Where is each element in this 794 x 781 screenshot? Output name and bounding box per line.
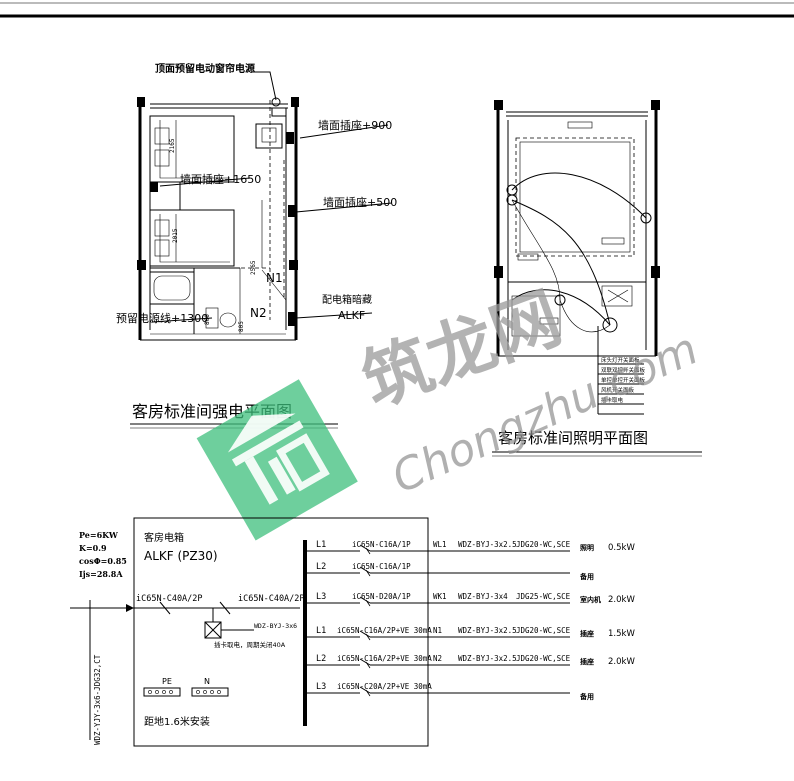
circuit-load: 2.0kW [608, 595, 635, 605]
circuit-cable: WDZ-BYJ-3x2.5 [458, 626, 517, 635]
callout-reserved-power: 预留电源线+1300 [116, 311, 208, 325]
callout-socket-900: 墙面插座+900 [318, 118, 392, 132]
busbar [303, 540, 307, 726]
circuit-breaker-icon [359, 686, 371, 694]
circuit-load: 0.5kW [608, 543, 635, 553]
dim-2565: 2565 [250, 260, 257, 275]
circuit-use: 室内机 [580, 595, 601, 604]
legend-bedhead-switch: 床头灯开关面板 [601, 356, 640, 364]
circuit-use: 备用 [579, 692, 594, 701]
callout-socket-1650: 墙面插座+1650 [180, 172, 261, 186]
circuit-phase: L2 [316, 562, 326, 572]
dim-805: 805 [238, 321, 245, 332]
circuit-use: 照明 [580, 543, 594, 552]
circuit-breaker: iC65N-D20A/1P [352, 592, 411, 601]
circuit-phase: L3 [316, 682, 326, 692]
param-pe: Pe=6KW [79, 530, 119, 540]
circuit-conduit: JDG20-WC,SCE [516, 654, 571, 663]
circuit-phase: L2 [316, 654, 326, 664]
legend-double-control: 双联双控开关面板 [601, 366, 646, 374]
circuit-breaker-icon [359, 566, 371, 574]
second-breaker: iC65N-C40A/2P [238, 594, 305, 604]
circuit-breaker: iC65N-C16A/1P [352, 540, 411, 549]
callout-curtain-power: 顶面预留电动窗帘电源 [155, 62, 255, 75]
circuit-cable: WDZ-BYJ-3x2.5 [458, 540, 517, 549]
circuit-breaker-mark [365, 547, 371, 555]
circuit-conduit: JDG20-WC,SCE [516, 626, 571, 635]
circuit-phase: L1 [316, 540, 326, 550]
param-cos: cosΦ=0.85 [79, 556, 127, 566]
install-note: 距地1.6米安装 [144, 715, 210, 728]
legend-card-power: 插卡取电 [601, 396, 624, 404]
n-terminal [191, 687, 229, 697]
circuit-load: 2.0kW [608, 657, 635, 667]
callout-panel-name: ALKF [338, 309, 365, 322]
circuit-breaker: iC65N-C16A/2P+VE 30mA [337, 626, 432, 635]
main-breaker: iC65N-C40A/2P [136, 594, 203, 604]
card-switch-note: 插卡取电，周期关闭40A [214, 640, 286, 649]
circuit-id: WK1 [433, 592, 447, 601]
circuit-breaker-icon [359, 544, 371, 552]
pe-terminal [143, 687, 181, 697]
legend-single-control: 单控单控开关面板 [601, 376, 646, 384]
incoming-cable: WDZ-YJY-3x6-JDG32,CT [93, 654, 102, 745]
panel-box-title: 客房电箱 [144, 531, 184, 544]
lighting-plan-title: 客房标准间照明平面图 [498, 429, 648, 447]
legend-fan-switch: 风机开关面板 [601, 386, 635, 394]
callout-panel-recessed: 配电箱暗藏 [322, 293, 372, 306]
circuit-breaker: iC65N-C16A/1P [352, 562, 411, 571]
circuit-breaker-mark [365, 689, 371, 697]
circuit-conduit: JDG20-WC,SCE [516, 540, 571, 549]
circuit-use: 插座 [580, 629, 594, 638]
circuit-breaker-mark [365, 599, 371, 607]
circuit-breaker: iC65N-C20A/2P+VE 30mA [337, 682, 432, 691]
n-label: N [204, 677, 210, 686]
label-n1: N1 [266, 271, 283, 285]
circuit-breaker-icon [359, 630, 371, 638]
circuit-breaker-icon [359, 658, 371, 666]
lighting-plan: 床头灯开关面板 双联双控开关面板 单控单控开关面板 风机开关面板 插卡取电 客房… [492, 100, 702, 457]
dim-2165: 2165 [169, 138, 176, 153]
card-cable: WDZ-BYJ-3x6 [254, 622, 297, 630]
circuit-breaker: iC65N-C16A/2P+VE 30mA [337, 654, 432, 663]
circuit-load: 1.5kW [608, 629, 635, 639]
circuit-use: 插座 [580, 657, 594, 666]
pe-label: PE [162, 677, 172, 686]
param-ijs: Ijs=28.8A [79, 569, 123, 579]
circuit-breaker-icon [359, 596, 371, 604]
dim-2015: 2015 [172, 228, 179, 243]
circuit-breaker-mark [365, 569, 371, 577]
label-n2: N2 [250, 306, 267, 320]
circuit-cable: WDZ-BYJ-3x4 [458, 592, 508, 601]
callout-socket-500: 墙面插座+500 [323, 195, 397, 209]
circuit-conduit: JDG25-WC,SCE [516, 592, 571, 601]
circuit-phase: L3 [316, 592, 326, 602]
panel-diagram: Pe=6KW K=0.9 cosΦ=0.85 Ijs=28.8A 客房电箱 AL… [70, 517, 429, 747]
circuit-breaker-mark [365, 633, 371, 641]
power-plan: 2165 2015 2565 860 805 顶面预留电动窗帘电源 墙面插座+9… [116, 62, 397, 429]
dim-860: 860 [204, 314, 211, 325]
circuit-phase: L1 [316, 626, 326, 636]
circuit-cable: WDZ-BYJ-3x2.5 [458, 654, 517, 663]
circuit-id: WL1 [433, 540, 447, 549]
circuit-breaker-mark [365, 661, 371, 669]
watermark: 筑龙网 Chongzhu.com [196, 278, 705, 541]
panel-box-name: ALKF (PZ30) [144, 549, 218, 563]
param-k: K=0.9 [79, 543, 107, 553]
circuit-id: N1 [433, 626, 442, 635]
circuit-use: 备用 [579, 572, 594, 581]
circuit-id: N2 [433, 654, 442, 663]
